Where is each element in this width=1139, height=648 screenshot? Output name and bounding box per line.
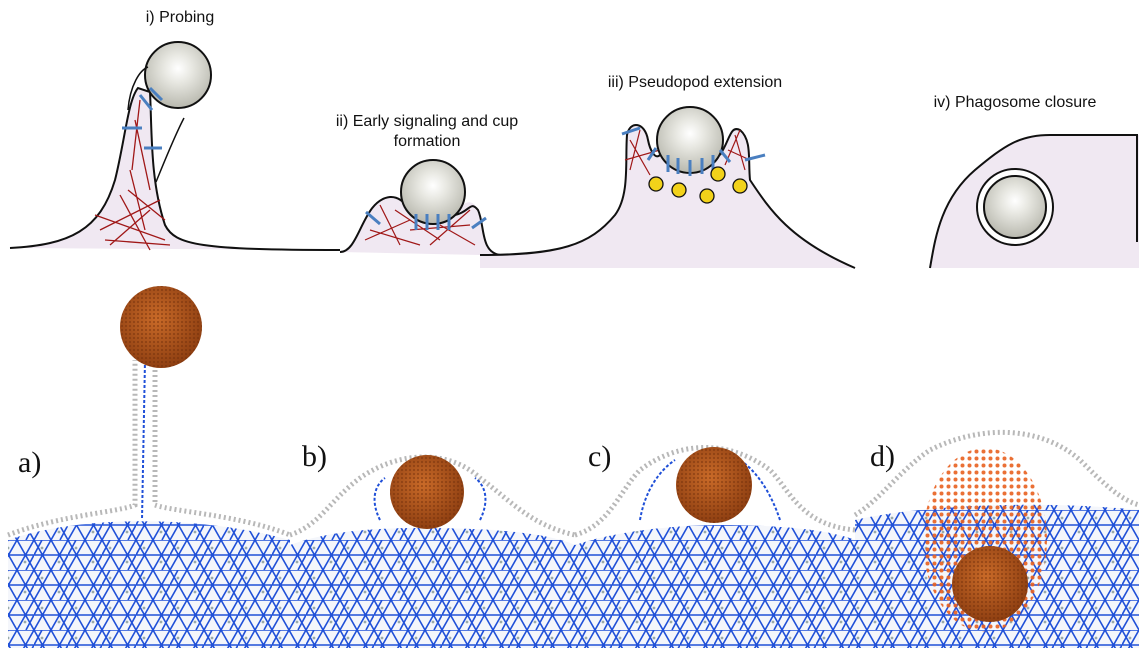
lipid-membrane (7, 360, 1139, 538)
stage-phagosome-closure (929, 134, 1139, 269)
bead (983, 175, 1047, 239)
stage-label-pseudopod-extension: iii) Pseudopod extension (607, 74, 783, 91)
arrow-icon (155, 117, 185, 183)
particles (120, 286, 1028, 622)
stage-pseudopod-extension (479, 106, 856, 269)
receptors (621, 126, 766, 176)
stage-label-phagosome-closure: iv) Phagosome closure (933, 94, 1097, 111)
cortex-mesh-a (8, 521, 290, 648)
panel-label-c: c) (588, 440, 612, 473)
actin-filaments (94, 99, 171, 251)
arrow-icon (127, 66, 149, 111)
actin-filaments (624, 129, 751, 176)
stage-cup-formation (339, 159, 501, 256)
panel-label-d: d) (870, 440, 895, 473)
cortex-mesh-c (575, 525, 855, 648)
panel-label-a: a) (18, 446, 42, 479)
receptors (122, 86, 164, 150)
panel-label-b: b) (302, 440, 327, 473)
cortex-mesh-b (290, 528, 575, 648)
bead (400, 159, 466, 225)
receptors (365, 210, 487, 230)
simulation-panels (7, 286, 1139, 648)
stage-label-probing: i) Probing (145, 9, 215, 26)
stage-probing (9, 41, 341, 251)
bead (144, 41, 212, 109)
stage-label-cup-formation: ii) Early signaling and cup formation (335, 113, 519, 150)
vesicles (648, 166, 748, 204)
